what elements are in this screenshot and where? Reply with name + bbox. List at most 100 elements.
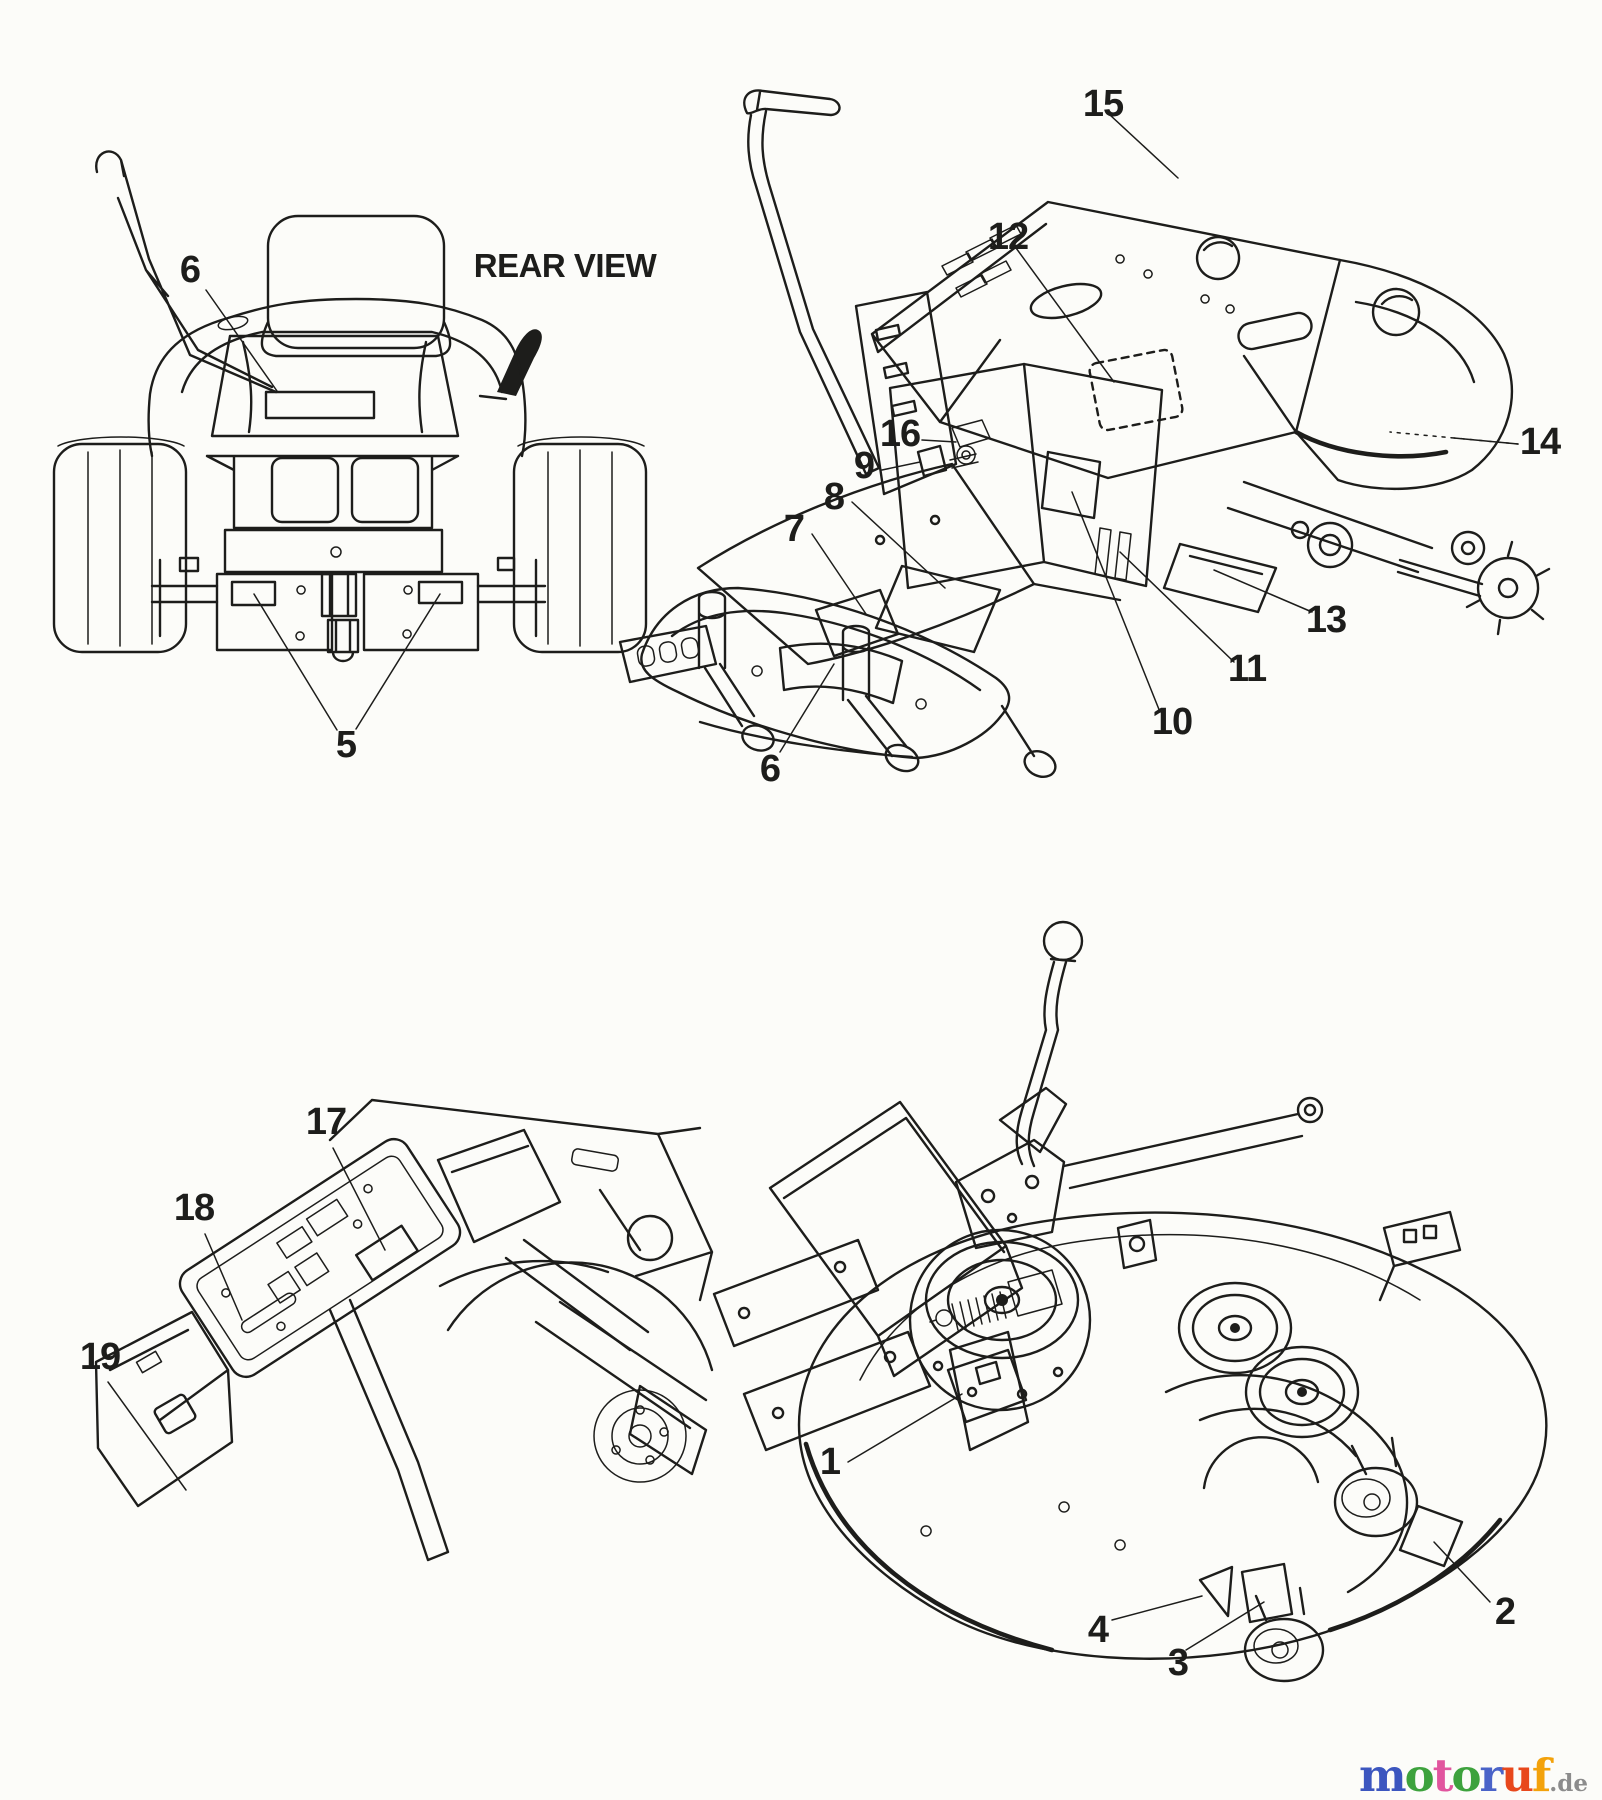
- rear-plates: [215, 572, 480, 652]
- decal-5-left: [230, 580, 277, 607]
- callout-5: 5: [336, 724, 357, 766]
- deck-holes: [1115, 254, 1235, 314]
- floor-pan: [696, 462, 1122, 666]
- console-vent: [571, 1148, 619, 1172]
- watermark-logo: motoruf.de: [1359, 1753, 1588, 1798]
- callout-4: 4: [1088, 1609, 1109, 1651]
- callout-9: 9: [854, 445, 874, 487]
- seat-base: [260, 320, 452, 358]
- leader-line-18: [204, 1233, 243, 1321]
- leader-line-17: [332, 1147, 386, 1251]
- control-lever-rod: [747, 109, 881, 476]
- side-panel-lower: [94, 1310, 234, 1508]
- leader-line-6-bumper: [779, 663, 835, 753]
- caster-right-rim: [1341, 1478, 1391, 1518]
- pulley1-mid: [1191, 1293, 1279, 1363]
- logo-letter: u: [1501, 1749, 1534, 1800]
- callout-12: 12: [988, 216, 1028, 258]
- decal-19: [153, 1393, 197, 1435]
- leader-line-1: [847, 1393, 963, 1463]
- pulley2-hub: [1297, 1387, 1307, 1397]
- callout-1: 1: [820, 1441, 841, 1483]
- frame-bolt: [330, 546, 342, 558]
- decal-18-panel: [196, 1155, 444, 1361]
- console-top-plate: [328, 1098, 714, 1302]
- deck-view: 1 2 3 4: [712, 920, 1548, 1684]
- callout-2: 2: [1495, 1591, 1515, 1633]
- pulley1-outer: [1177, 1281, 1293, 1375]
- leader-line-5: [253, 593, 441, 731]
- left-tire-tread: [57, 436, 185, 647]
- rear-view: 6 5 REAR VIEW: [52, 150, 658, 766]
- decal-17: [354, 1224, 420, 1282]
- idler-pulley-2: [1244, 1345, 1360, 1439]
- leader-line-19: [107, 1381, 187, 1491]
- callout-13: 13: [1306, 599, 1346, 641]
- leader-line-12: [1015, 247, 1115, 383]
- decal-7: [814, 588, 900, 658]
- logo-letter: o: [1451, 1749, 1481, 1800]
- callout-6-iso: 6: [760, 748, 780, 790]
- engine-vent-left: [270, 456, 340, 524]
- left-caster-post: [697, 590, 756, 728]
- rear-tire-arc: [446, 1261, 714, 1372]
- callout-17: 17: [306, 1101, 346, 1143]
- tire-hub: [593, 1389, 687, 1483]
- leader-line-7: [811, 533, 867, 615]
- end-cap-slot-1: [636, 645, 656, 667]
- caster-bottom: [1254, 1586, 1306, 1622]
- right-tire-tread: [517, 436, 645, 647]
- blower-housing: [1164, 1374, 1409, 1594]
- engine-vent-right: [350, 456, 420, 524]
- deck-handle-slot: [1237, 311, 1313, 351]
- callout-11: 11: [1228, 648, 1267, 690]
- pulley2-outer: [1244, 1345, 1360, 1439]
- caster-bottom-rim: [1253, 1628, 1299, 1664]
- bumper-end-cap: [618, 624, 718, 684]
- deck-oblong-hole: [1029, 282, 1103, 320]
- pulley2-mid: [1258, 1357, 1346, 1427]
- front-hanger-bars: [712, 1238, 932, 1452]
- rear-axle-frame: [1226, 480, 1484, 598]
- leader-line-14-solid: [1453, 437, 1519, 445]
- leader-line-2: [1433, 1541, 1491, 1603]
- console-view: 17 18 19: [80, 1098, 714, 1562]
- console-switch-holes: [267, 1198, 349, 1304]
- rear-panel: [210, 334, 460, 438]
- pulley1-hub: [1230, 1323, 1240, 1333]
- decal-6-bumper: [778, 642, 904, 705]
- decal-4-triangle: [1198, 1565, 1234, 1618]
- wheel-hub-studs: [1465, 540, 1551, 636]
- shift-knob: [1042, 920, 1084, 962]
- seat-deck-plate: [870, 200, 1342, 480]
- seat-back: [266, 214, 446, 350]
- decal-8: [874, 564, 1002, 654]
- caster-right-hub: [1363, 1493, 1381, 1511]
- decal-10: [1040, 450, 1102, 520]
- fender-curve: [438, 1259, 610, 1288]
- engine-cover: [1294, 258, 1513, 491]
- top-pulley-mid: [946, 1258, 1058, 1342]
- logo-letter: m: [1359, 1749, 1407, 1800]
- deck-hanger-tab: [1116, 1218, 1158, 1270]
- logo-letter: t: [1432, 1749, 1454, 1800]
- callout-15: 15: [1083, 83, 1124, 125]
- frame-rail: [534, 1300, 708, 1476]
- top-pulley-hub: [996, 1294, 1008, 1306]
- callout-10: 10: [1152, 701, 1192, 743]
- callout-3: 3: [1168, 1642, 1188, 1684]
- engine-bay: [205, 454, 460, 530]
- logo-suffix: .de: [1549, 1770, 1588, 1797]
- third-caster-arm: [1000, 704, 1036, 758]
- third-caster-foot: [1023, 749, 1057, 779]
- caster-bottom-hub: [1271, 1641, 1289, 1659]
- spindle-dome: [908, 1228, 1092, 1412]
- discharge-chute: [768, 1100, 1024, 1378]
- right-tire: [512, 442, 648, 654]
- caster-right-tire: [1333, 1466, 1419, 1538]
- cup-holder: [1195, 235, 1241, 281]
- deck-rim-heavy: [803, 1441, 1503, 1653]
- leader-line-13: [1213, 569, 1313, 613]
- idler-pulley-1: [1177, 1281, 1293, 1375]
